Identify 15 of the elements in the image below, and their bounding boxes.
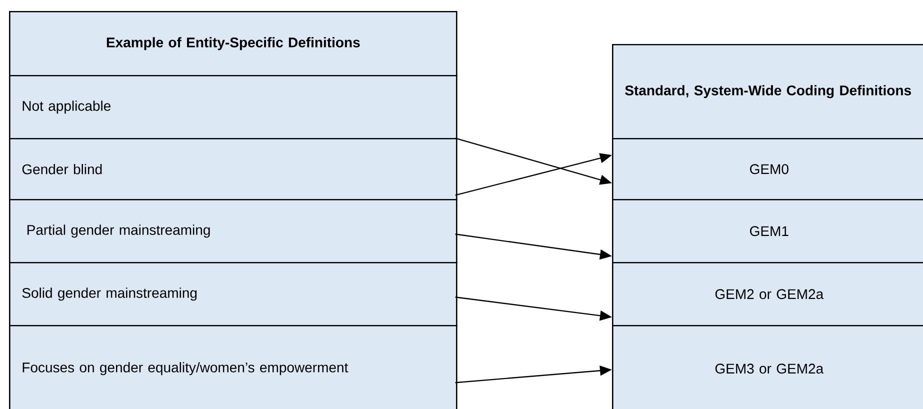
- table-cell: GEM3 or GEM2a: [612, 325, 923, 409]
- table-cell: Gender blind: [9, 138, 458, 200]
- node-label: Standard, System-Wide Coding Definitions: [625, 85, 911, 98]
- node-label: GEM0: [750, 164, 788, 174]
- table-cell: Not applicable: [9, 75, 458, 140]
- header-cell: Example of Entity-Specific Definitions: [9, 11, 458, 76]
- table-cell: Partial gender mainstreaming: [9, 199, 458, 264]
- node-label: GEM2 or GEM2a: [715, 289, 824, 300]
- table-cell: GEM2 or GEM2a: [612, 262, 923, 326]
- table-cell: Focuses on gender equality/women’s empowerment: [9, 325, 458, 409]
- table-cell: Solid gender mainstreaming: [9, 262, 458, 326]
- table-cell: GEM0: [612, 138, 923, 200]
- node-label: GEM1: [750, 226, 788, 236]
- table-cell: GEM1: [612, 199, 923, 264]
- header-cell: Standard, System-Wide Coding Definitions: [612, 44, 923, 140]
